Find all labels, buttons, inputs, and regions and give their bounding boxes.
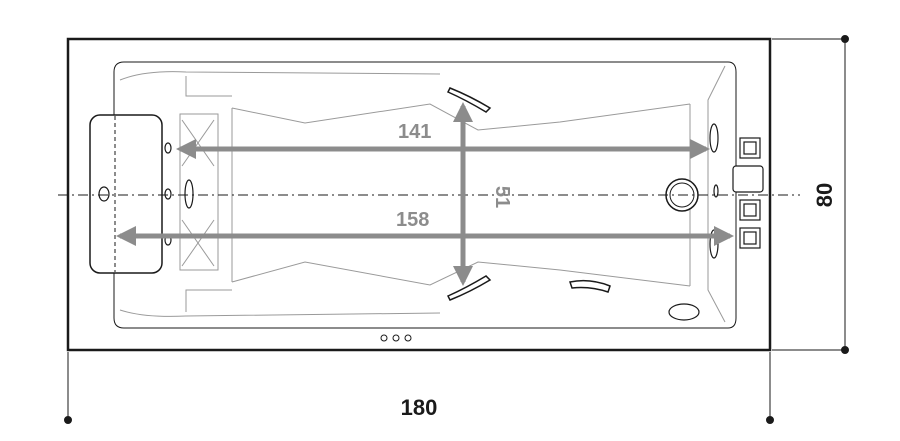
headrest-cushion-icon bbox=[89, 114, 163, 274]
inner-top-length-label: 141 bbox=[398, 121, 431, 143]
overflow-icon bbox=[668, 303, 700, 321]
inner-bottom-length-label: 158 bbox=[396, 209, 429, 231]
outer-length-label: 180 bbox=[401, 395, 438, 420]
inner-width-label: 51 bbox=[491, 186, 513, 208]
handle-icon bbox=[446, 87, 611, 301]
basin-outline bbox=[113, 61, 737, 329]
control-panel-icon bbox=[732, 137, 764, 249]
outer-length-dimension bbox=[64, 352, 774, 424]
outer-width-label: 80 bbox=[812, 183, 837, 207]
outer-width-dimension bbox=[772, 35, 849, 354]
status-dots-icon bbox=[380, 334, 412, 342]
